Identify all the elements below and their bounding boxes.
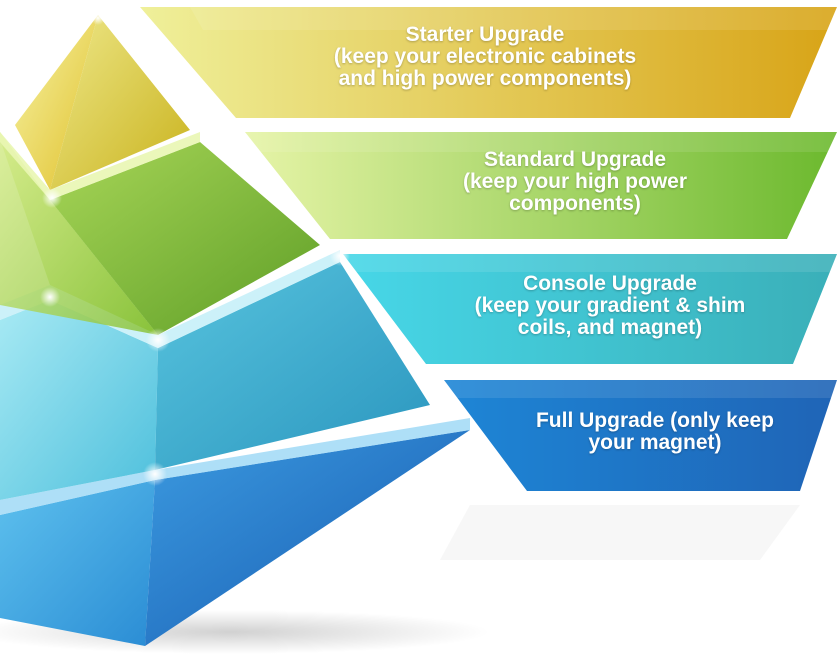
banner-full xyxy=(444,380,837,491)
sparkle-2 xyxy=(40,287,60,307)
sparkle-6 xyxy=(91,11,105,25)
pyramid-tier-standard xyxy=(0,132,320,335)
pyramid-tier-starter xyxy=(15,15,190,190)
sparkle-1 xyxy=(42,188,62,208)
sparkle-3 xyxy=(146,328,170,352)
banner-standard xyxy=(245,132,837,239)
tier-console-label: Console Upgrade (keep your gradient & sh… xyxy=(474,272,746,339)
banner-starter xyxy=(140,7,837,118)
tier-full-label: Full Upgrade (only keep your magnet) xyxy=(535,409,775,454)
sparkle-4 xyxy=(330,246,350,266)
tier-starter-label: Starter Upgrade (keep your electronic ca… xyxy=(333,23,637,90)
pyramid-tier-full xyxy=(0,418,470,646)
sparkle-5 xyxy=(143,462,167,486)
banner-console xyxy=(343,254,837,364)
banner-reflection xyxy=(440,505,800,560)
tier-standard-label: Standard Upgrade (keep your high power c… xyxy=(462,148,688,215)
